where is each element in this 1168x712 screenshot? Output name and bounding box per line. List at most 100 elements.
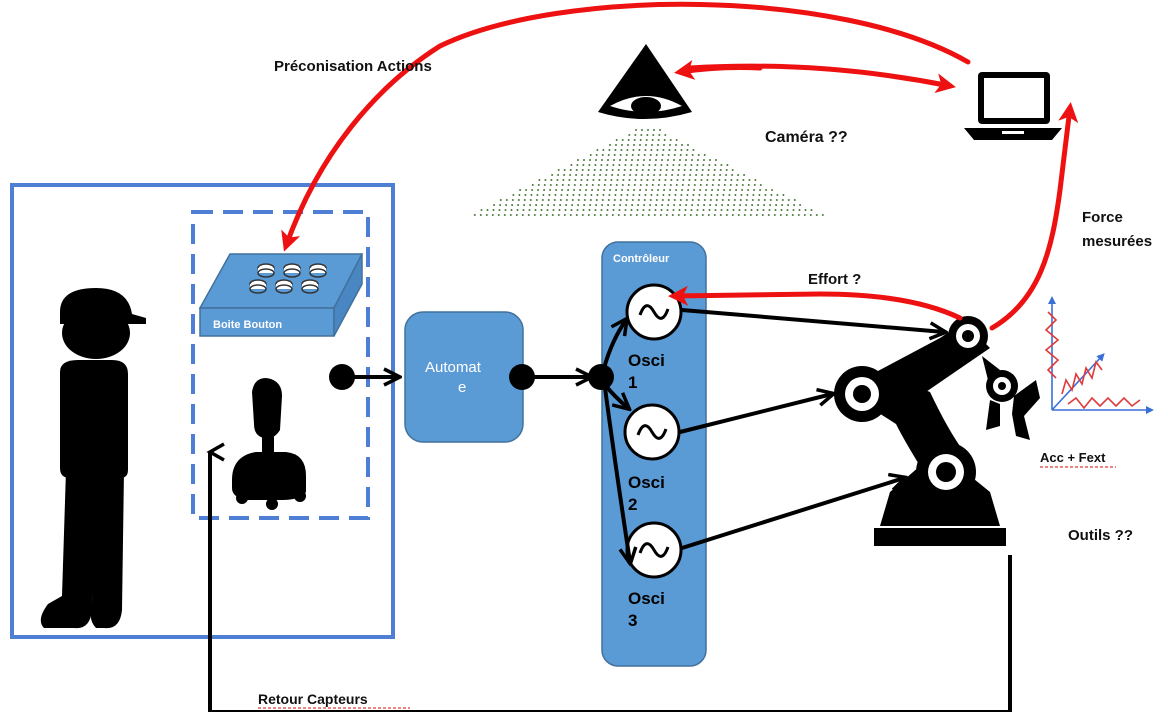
fov-dot bbox=[735, 184, 738, 186]
fov-dot bbox=[725, 174, 728, 176]
fov-dot bbox=[531, 184, 534, 186]
fov-dot bbox=[639, 189, 642, 191]
fov-dot bbox=[511, 199, 514, 201]
fov-dot bbox=[505, 199, 508, 201]
fov-dot bbox=[648, 209, 651, 211]
fov-dot bbox=[601, 154, 604, 156]
fov-dot bbox=[623, 214, 626, 216]
fov-dot bbox=[624, 209, 627, 211]
fov-dot bbox=[751, 204, 754, 206]
oscillator-1-number: 1 bbox=[628, 373, 637, 392]
fov-dot bbox=[525, 189, 528, 191]
fov-dot bbox=[643, 204, 646, 206]
fov-dot bbox=[653, 214, 656, 216]
fov-dot bbox=[793, 204, 796, 206]
fov-dot bbox=[662, 194, 665, 196]
fov-dot bbox=[504, 209, 507, 211]
robot-arm-icon bbox=[834, 316, 1040, 546]
fov-dot bbox=[799, 204, 802, 206]
camera-label: Caméra ?? bbox=[765, 129, 848, 146]
fov-dot bbox=[701, 214, 704, 216]
fov-dot bbox=[654, 209, 657, 211]
fov-dot bbox=[651, 189, 654, 191]
fov-dot bbox=[685, 159, 687, 161]
fov-dot bbox=[703, 154, 706, 156]
fov-dot bbox=[605, 174, 608, 176]
fov-dot bbox=[684, 209, 687, 211]
fov-dot bbox=[688, 179, 691, 181]
fov-dot bbox=[798, 209, 801, 211]
fov-dot bbox=[696, 164, 699, 166]
fov-dot bbox=[673, 154, 676, 156]
fov-dot bbox=[669, 144, 671, 146]
fov-dot bbox=[715, 199, 718, 201]
fov-dot bbox=[787, 199, 790, 201]
fov-dot bbox=[737, 174, 740, 176]
fov-dot bbox=[543, 184, 546, 186]
fov-dot bbox=[628, 134, 631, 136]
fov-dot bbox=[671, 169, 674, 171]
fov-dot bbox=[679, 154, 682, 156]
fov-dot bbox=[744, 209, 747, 211]
fov-dot bbox=[776, 194, 779, 196]
fov-dot bbox=[646, 134, 649, 136]
fov-dot bbox=[714, 209, 717, 211]
fov-dot bbox=[769, 199, 772, 201]
fov-dot bbox=[631, 154, 634, 156]
fov-dot bbox=[649, 159, 651, 161]
fov-dot bbox=[668, 149, 671, 151]
fov-dot bbox=[717, 184, 720, 186]
fov-dot bbox=[617, 169, 620, 171]
fov-dot bbox=[764, 194, 767, 196]
fov-dot bbox=[523, 199, 526, 201]
fov-dot bbox=[781, 204, 784, 206]
fov-dot bbox=[763, 199, 766, 201]
fov-dot bbox=[626, 194, 629, 196]
eye-icon bbox=[598, 44, 692, 119]
fov-dot bbox=[529, 204, 532, 206]
fov-dot bbox=[779, 214, 782, 216]
fov-dot bbox=[607, 204, 610, 206]
fov-dot bbox=[694, 179, 697, 181]
oscillator-2-label: Osci bbox=[628, 473, 665, 492]
fov-dot bbox=[645, 189, 648, 191]
fov-dot bbox=[690, 164, 693, 166]
fov-dot bbox=[587, 174, 590, 176]
fov-dot bbox=[704, 194, 707, 196]
fov-dot bbox=[633, 144, 635, 146]
fov-dot bbox=[524, 194, 527, 196]
fov-dot bbox=[650, 149, 653, 151]
fov-dot bbox=[633, 189, 636, 191]
fov-dot bbox=[601, 159, 603, 161]
fov-dot bbox=[498, 209, 501, 211]
fov-dot bbox=[635, 214, 638, 216]
fov-dot bbox=[681, 184, 684, 186]
fov-dot bbox=[732, 209, 735, 211]
fov-dot bbox=[559, 204, 562, 206]
fov-dot bbox=[663, 184, 666, 186]
fov-dot bbox=[558, 209, 561, 211]
fov-dot bbox=[549, 189, 552, 191]
fov-dot bbox=[724, 179, 727, 181]
fov-dot bbox=[641, 169, 644, 171]
fov-dot bbox=[644, 149, 647, 151]
fov-dot bbox=[639, 139, 642, 141]
fov-dot bbox=[608, 149, 611, 151]
fov-dot bbox=[667, 159, 669, 161]
fov-dot bbox=[577, 199, 580, 201]
oscillator-1-label: Osci bbox=[628, 351, 665, 370]
fov-dot bbox=[587, 169, 590, 171]
fov-dot bbox=[588, 209, 591, 211]
fov-dot bbox=[630, 164, 633, 166]
fov-dot bbox=[708, 209, 711, 211]
fov-dot bbox=[512, 194, 515, 196]
fov-dot bbox=[747, 184, 750, 186]
fov-dot bbox=[684, 164, 687, 166]
fov-dot bbox=[660, 164, 663, 166]
fov-dot bbox=[725, 214, 728, 216]
fov-dot bbox=[769, 204, 772, 206]
fov-dot bbox=[605, 214, 608, 216]
fov-dot bbox=[719, 174, 722, 176]
fov-dot bbox=[562, 179, 565, 181]
fov-dot bbox=[613, 159, 615, 161]
